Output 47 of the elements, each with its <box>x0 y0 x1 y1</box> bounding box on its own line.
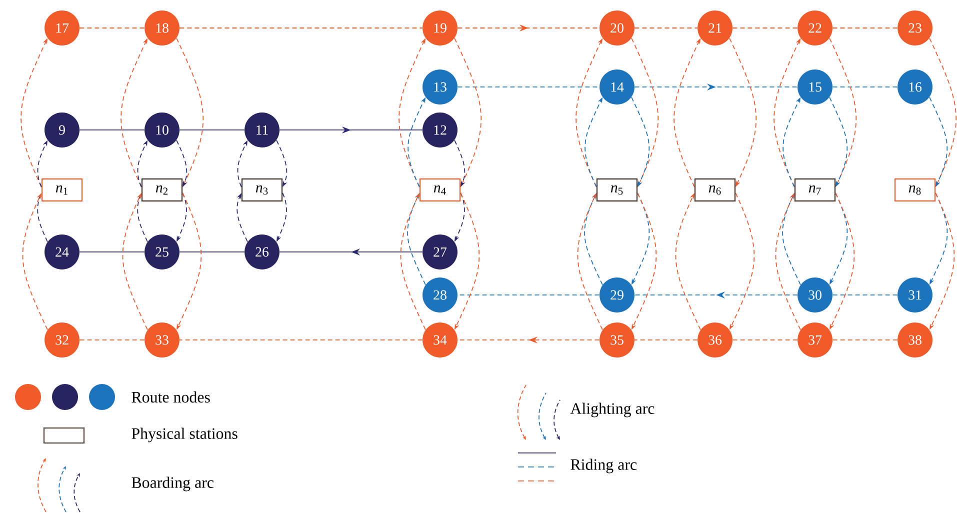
legend-label: Physical stations <box>132 428 238 442</box>
route-node: 15 <box>798 70 832 104</box>
station-box: n$_{6}$ <box>694 178 736 202</box>
riding-arc <box>457 86 600 88</box>
route-node: 14 <box>600 70 634 104</box>
riding-arc <box>832 86 898 88</box>
route-node: 21 <box>698 10 732 46</box>
station-box: n$_{2}$ <box>141 178 183 202</box>
legend-label: Alighting arc <box>570 402 654 418</box>
route-node: 38 <box>898 322 932 358</box>
route-node: 16 <box>898 70 932 104</box>
station-box: n$_{3}$ <box>241 178 283 202</box>
legend-label: Boarding arc <box>132 476 214 492</box>
route-node: 22 <box>798 10 832 46</box>
route-node: 17 <box>44 10 80 46</box>
legend-label: Route nodes <box>132 391 210 403</box>
legend-label: Riding arc <box>570 458 637 474</box>
riding-arc <box>457 294 600 296</box>
riding-arc <box>832 294 898 296</box>
route-node: 37 <box>798 322 832 358</box>
route-node: 18 <box>144 10 180 46</box>
route-node: 32 <box>44 322 80 358</box>
route-node: 27 <box>422 234 458 270</box>
route-node: 25 <box>144 234 180 270</box>
route-node: 20 <box>600 10 634 46</box>
route-node: 35 <box>600 322 634 358</box>
station-box: n$_{5}$ <box>596 178 638 202</box>
route-node: 26 <box>244 234 280 270</box>
station-box: n$_{8}$ <box>894 178 936 202</box>
route-node: 28 <box>422 277 458 312</box>
route-node: 19 <box>422 10 458 46</box>
route-node: 23 <box>898 10 932 46</box>
station-box: n$_{1}$ <box>41 178 83 202</box>
station-box: n$_{7}$ <box>794 178 836 202</box>
route-node: 9 <box>44 112 80 148</box>
station-box: n$_{4}$ <box>419 178 461 202</box>
route-node: 30 <box>798 277 832 312</box>
route-node: 34 <box>422 322 458 358</box>
route-node: 33 <box>144 322 180 358</box>
route-node: 13 <box>422 70 458 104</box>
route-node: 12 <box>422 112 458 148</box>
route-node: 31 <box>898 277 932 312</box>
route-node: 10 <box>144 112 180 148</box>
route-node: 24 <box>44 234 80 270</box>
route-node: 29 <box>600 277 634 312</box>
route-node: 11 <box>244 112 280 148</box>
route-node: 36 <box>698 322 732 358</box>
